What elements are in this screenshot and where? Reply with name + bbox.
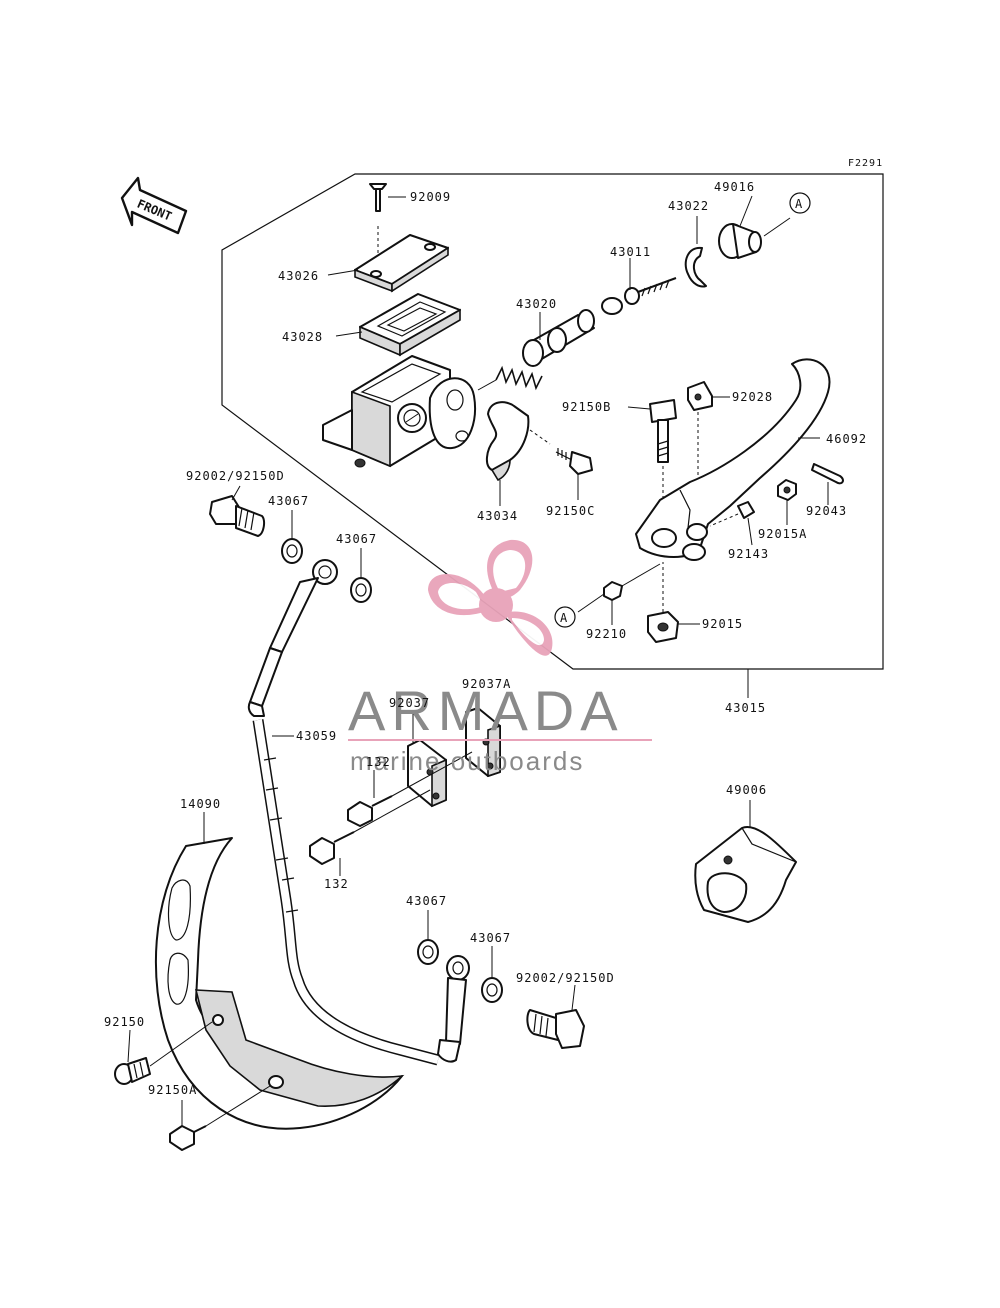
cotter-pin-92043 bbox=[811, 463, 844, 505]
part-label: 132 bbox=[366, 755, 391, 769]
part-label: 92015A bbox=[758, 527, 807, 541]
part-label: 14090 bbox=[180, 797, 221, 811]
part-label: 43067 bbox=[406, 894, 447, 908]
piston-43020 bbox=[522, 309, 595, 367]
part-label: 92002/92150D bbox=[516, 971, 615, 985]
watermark-brand: ARMADA bbox=[348, 679, 624, 742]
armada-logo-icon bbox=[428, 539, 553, 656]
part-label: 43067 bbox=[268, 494, 309, 508]
washer-43067-c bbox=[417, 910, 439, 965]
part-label: 92009 bbox=[410, 190, 451, 204]
banjo-bolt-bottom bbox=[526, 984, 585, 1049]
part-label: 43067 bbox=[470, 931, 511, 945]
pivot-bolt-92150b bbox=[627, 399, 677, 530]
part-label: 49006 bbox=[726, 783, 767, 797]
part-label: 43015 bbox=[725, 701, 766, 715]
master-cylinder-body bbox=[322, 355, 476, 468]
part-labels: 92009 49016 43022 43026 43011 43028 4302… bbox=[104, 180, 867, 1097]
part-label: 92150A bbox=[148, 1083, 197, 1097]
bolt-132-lower bbox=[309, 789, 431, 876]
part-label: 92043 bbox=[806, 504, 847, 518]
clamp-cover-49006 bbox=[694, 800, 797, 923]
part-label: 43028 bbox=[282, 330, 323, 344]
spring bbox=[477, 365, 543, 391]
circlip-43022 bbox=[684, 216, 707, 288]
part-label: 92037A bbox=[462, 677, 511, 691]
screw-92009 bbox=[369, 183, 387, 268]
washer-43067-a bbox=[281, 510, 303, 564]
brake-hose-43059 bbox=[247, 559, 440, 1066]
reservoir-cap-43026 bbox=[354, 234, 449, 293]
washer-43067-b bbox=[350, 548, 372, 603]
bolt-92150a bbox=[169, 1085, 271, 1151]
nut-92210 bbox=[577, 563, 661, 625]
part-label: 92150C bbox=[546, 504, 595, 518]
diagram-code: F2291 bbox=[848, 158, 883, 169]
banjo-bolt-top bbox=[209, 495, 266, 537]
callout-a-bottom: A bbox=[554, 606, 576, 628]
part-label: 92037 bbox=[389, 696, 430, 710]
collar-92143 bbox=[709, 501, 755, 546]
callout-a-top-label: A bbox=[795, 197, 803, 211]
banjo-fitting-bottom bbox=[437, 955, 470, 1063]
part-label: 46092 bbox=[826, 432, 867, 446]
washer-43067-d bbox=[481, 946, 503, 1003]
part-label: 43026 bbox=[278, 269, 319, 283]
part-label: 43011 bbox=[610, 245, 651, 259]
part-label: 92015 bbox=[702, 617, 743, 631]
part-label: 92002/92150D bbox=[186, 469, 285, 483]
watermark-tagline: marine outboards bbox=[350, 746, 584, 776]
callout-a-top: A bbox=[789, 192, 811, 214]
bolt-92150 bbox=[114, 1021, 213, 1085]
bolt-132-upper bbox=[347, 751, 473, 827]
lever-46092 bbox=[635, 358, 831, 561]
part-label: 92150 bbox=[104, 1015, 145, 1029]
part-label: 43022 bbox=[668, 199, 709, 213]
part-label: 43067 bbox=[336, 532, 377, 546]
part-label: 43059 bbox=[296, 729, 337, 743]
hose-clamp-92037 bbox=[407, 712, 447, 808]
disc-guard-14090 bbox=[154, 812, 405, 1130]
assembly-boundary bbox=[221, 173, 884, 670]
part-label: 92150B bbox=[562, 400, 611, 414]
part-label: 92210 bbox=[586, 627, 627, 641]
callout-a-bottom-label: A bbox=[560, 611, 568, 625]
part-label: 92143 bbox=[728, 547, 769, 561]
part-label: 43034 bbox=[477, 509, 518, 523]
front-arrow-icon: FRONT bbox=[120, 176, 188, 235]
boot-49016 bbox=[718, 195, 791, 259]
bolt-92150c bbox=[529, 429, 593, 500]
nut-92015 bbox=[647, 562, 700, 643]
push-rod-43011 bbox=[601, 258, 677, 315]
part-label: 49016 bbox=[714, 180, 755, 194]
nut-92015a bbox=[777, 479, 797, 525]
part-label: 132 bbox=[324, 877, 349, 891]
part-label: 92028 bbox=[732, 390, 773, 404]
part-label: 43020 bbox=[516, 297, 557, 311]
diaphragm-43028 bbox=[359, 293, 461, 357]
hose-clamp-92037a bbox=[465, 692, 501, 778]
clamp-43034 bbox=[486, 401, 530, 506]
